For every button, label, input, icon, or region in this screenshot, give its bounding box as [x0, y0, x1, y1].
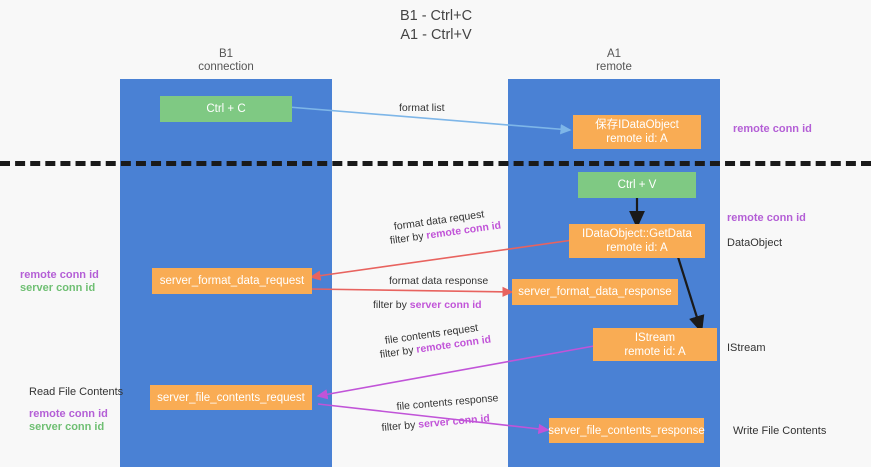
- edge-label-format-data-response: format data response: [389, 275, 489, 287]
- annotation-left-server-conn-id-mid: server conn id: [20, 282, 96, 294]
- annotation-right-remote-conn-id-mid: remote conn id: [727, 212, 806, 224]
- node-server-file-contents-response[interactable]: server_file_contents_response: [548, 418, 705, 443]
- node-ctrl-v[interactable]: Ctrl + V: [578, 172, 696, 198]
- annotation-left-read-file-contents: Read File Contents: [29, 386, 124, 398]
- column-header-b1: B1 connection: [198, 48, 254, 73]
- annotation-right-remote-conn-id-top: remote conn id: [733, 123, 812, 135]
- edge-label-format-list: format list: [399, 102, 445, 114]
- filter-prefix: filter by: [379, 343, 418, 361]
- node-save-idataobject[interactable]: 保存IDataObject remote id: A: [573, 115, 701, 149]
- node-server-format-data-request[interactable]: server_format_data_request: [152, 268, 312, 294]
- edge-label-file-contents-response-filter: filter by server conn id: [381, 412, 490, 435]
- edge-label-file-contents-response: file contents response: [396, 392, 499, 413]
- filter-key: server conn id: [417, 412, 491, 431]
- annotation-left-remote-conn-id-bottom: remote conn id: [29, 408, 108, 420]
- column-header-a1: A1 remote: [596, 48, 632, 73]
- node-istream[interactable]: IStream remote id: A: [593, 328, 717, 361]
- filter-prefix: filter by: [389, 229, 428, 247]
- filter-key: server conn id: [409, 299, 482, 311]
- node-ctrl-c[interactable]: Ctrl + C: [160, 96, 292, 122]
- node-server-format-data-response[interactable]: server_format_data_response: [512, 279, 678, 305]
- annotation-right-write-file-contents: Write File Contents: [733, 425, 827, 437]
- annotation-right-istream: IStream: [727, 342, 766, 354]
- annotation-right-dataobject: DataObject: [727, 237, 783, 249]
- arrow-format-data-response: [310, 286, 514, 297]
- edge-label-format-data-response-filter: filter by server conn id: [373, 298, 482, 312]
- diagram-title: B1 - Ctrl+C A1 - Ctrl+V: [399, 8, 473, 43]
- filter-prefix: filter by: [381, 418, 419, 434]
- annotation-left-remote-conn-id-mid: remote conn id: [20, 269, 99, 281]
- section-divider: [0, 161, 871, 166]
- node-server-file-contents-request[interactable]: server_file_contents_request: [150, 385, 312, 410]
- annotation-left-server-conn-id-bottom: server conn id: [29, 421, 105, 433]
- filter-prefix: filter by: [373, 299, 410, 311]
- node-idataobject-getdata[interactable]: IDataObject::GetData remote id: A: [569, 224, 705, 258]
